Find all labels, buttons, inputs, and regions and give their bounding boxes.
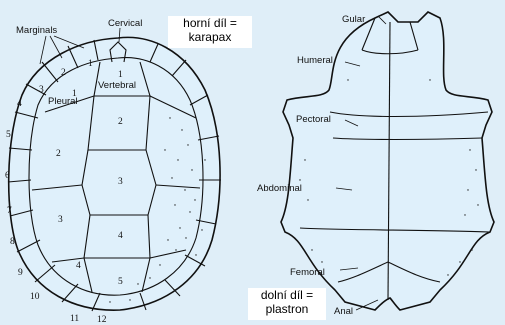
carapace-drawing: Marginals Cervical Pleural Vertebral 1 2… (5, 18, 221, 325)
marginal-number: 5 (6, 130, 11, 140)
marginal-number: 11 (70, 314, 79, 324)
pectoral-label: Pectoral (296, 114, 331, 125)
abdominal-label: Abdominal (257, 183, 302, 194)
plastron-caption-line2: plastron (248, 302, 326, 316)
marginal-number: 10 (30, 292, 40, 302)
plastron-caption: dolní díl = plastron (248, 288, 326, 320)
carapace-caption-line1: horní díl = (168, 16, 252, 30)
humeral-label: Humeral (297, 55, 333, 66)
femoral-label: Femoral (290, 267, 325, 278)
marginal-number: 9 (18, 268, 23, 278)
marginal-number: 7 (7, 206, 12, 216)
marginal-number: 2 (61, 68, 66, 78)
gular-label: Gular (342, 14, 365, 25)
carapace-outline (9, 37, 220, 310)
marginal-number: 6 (5, 171, 10, 181)
vertebral-number: 1 (118, 70, 123, 80)
vertebral-number: 5 (118, 277, 123, 287)
marginal-number: 3 (39, 85, 44, 95)
pleural-number: 1 (72, 89, 77, 99)
vertebral-number: 4 (118, 231, 123, 241)
carapace-caption-line2: karapax (168, 30, 252, 44)
plastron-drawing: Gular Humeral Pectoral Abdominal Femoral… (257, 12, 494, 317)
vertebral-number: 3 (118, 177, 123, 187)
marginal-number: 12 (97, 315, 107, 325)
pleural-number: 4 (76, 261, 81, 271)
vertebral-number: 2 (118, 117, 123, 127)
cervical-label: Cervical (108, 18, 142, 29)
marginals-label: Marginals (16, 25, 57, 36)
anal-label: Anal (334, 306, 353, 317)
marginal-number: 1 (88, 59, 93, 69)
plastron-caption-line1: dolní díl = (248, 288, 326, 302)
marginal-number: 4 (17, 99, 22, 109)
carapace-caption: horní díl = karapax (168, 16, 252, 48)
pleural-number: 3 (58, 215, 63, 225)
marginal-number: 8 (10, 237, 15, 247)
vertebral-label: Vertebral (98, 80, 136, 91)
pleural-number: 2 (56, 149, 61, 159)
